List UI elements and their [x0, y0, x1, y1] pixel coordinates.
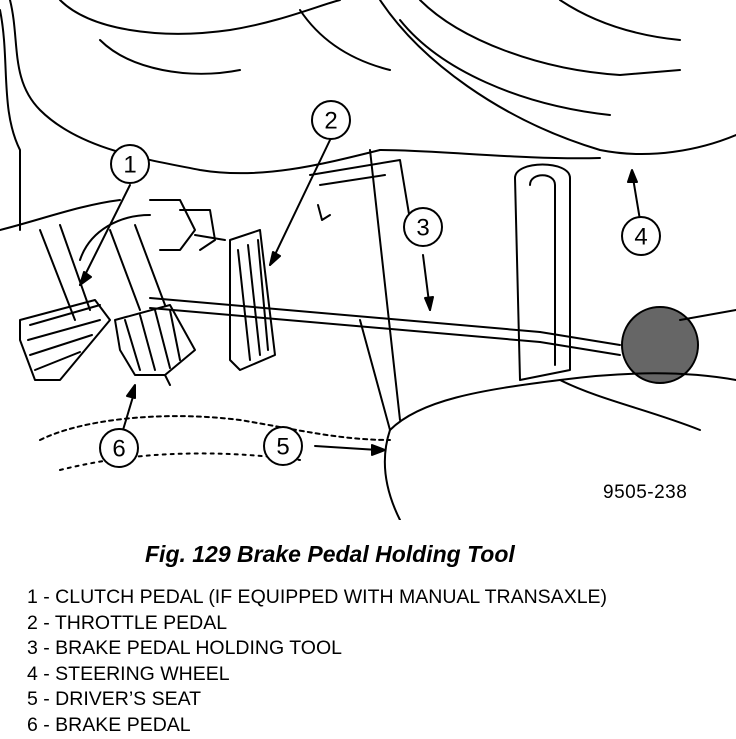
clutch-pedal-drawing [19, 224, 111, 381]
callout-label-6: 6 [112, 436, 125, 463]
callout-circle-4 [621, 216, 661, 256]
drivers-seat-outline [39, 309, 736, 520]
legend-item-1: 1 - CLUTCH PEDAL (IF EQUIPPED WITH MANUA… [27, 586, 608, 608]
callout-circle-3 [403, 207, 443, 247]
figure-caption: Fig. 129 Brake Pedal Holding Tool [145, 541, 515, 567]
legend-item-5: 5 - DRIVER’S SEAT [27, 688, 202, 711]
brake-pedal-drawing [109, 224, 196, 386]
leader-arrowheads [79, 169, 638, 456]
callout-circle-6 [99, 428, 139, 468]
legend-list: 1 - CLUTCH PEDAL (IF EQUIPPED WITH MANUA… [27, 585, 607, 739]
callout-circle-1 [110, 144, 150, 184]
figure-code: 9505-238 [603, 482, 688, 503]
callout-label-5: 5 [276, 434, 289, 461]
dashboard-outline [0, 0, 411, 421]
callout-circle-2 [311, 100, 351, 140]
pedal-illustration: 1 2 3 4 5 6 [0, 0, 736, 520]
throttle-pedal-drawing [194, 229, 276, 371]
holding-tool-drawing [149, 163, 621, 381]
steering-wheel-outline [379, 0, 736, 160]
legend-item-3: 3 - BRAKE PEDAL HOLDING TOOL [27, 637, 342, 660]
callout-label-3: 3 [416, 215, 429, 242]
legend-item-2: 2 - THROTTLE PEDAL [27, 611, 228, 634]
legend-item-6: 6 - BRAKE PEDAL [27, 713, 191, 736]
callout-circle-5 [263, 426, 303, 466]
legend-item-4: 4 - STEERING WHEEL [27, 662, 230, 685]
callout-label-4: 4 [634, 224, 647, 251]
callout-label-2: 2 [324, 108, 337, 135]
holding-tool-knob [621, 306, 699, 384]
callout-label-1: 1 [123, 152, 136, 179]
